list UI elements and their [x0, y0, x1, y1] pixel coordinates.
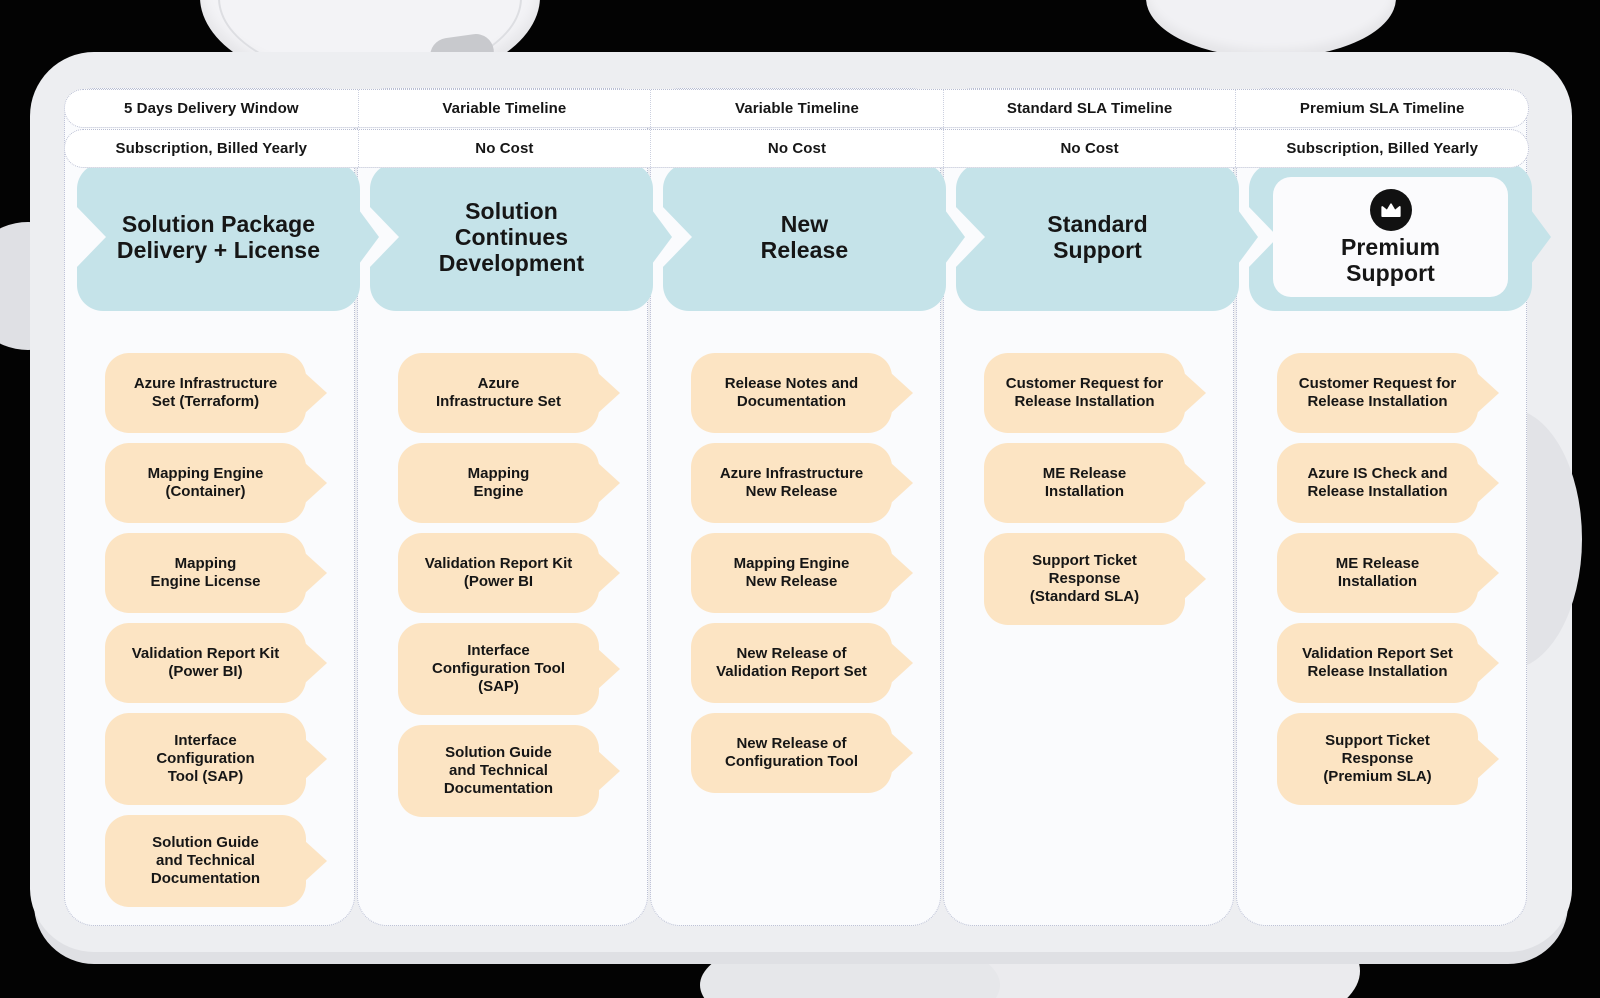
item-list: Azure Infrastructure Set Mapping Engine …	[358, 311, 647, 817]
timeline-badge: Standard SLA Timeline	[942, 90, 1236, 127]
column-title: Premium Support	[1340, 233, 1441, 286]
column-header-chevron: Premium Support	[1249, 163, 1532, 311]
item-label: Mapping Engine	[467, 465, 530, 500]
item-label: Customer Request for Release Installatio…	[1005, 375, 1164, 410]
item-label: Validation Report Kit (Power BI)	[131, 645, 280, 680]
timeline-badge: Premium SLA Timeline	[1235, 90, 1528, 127]
item-bubble: Azure IS Check and Release Installation	[1277, 443, 1478, 523]
item-bubble: Customer Request for Release Installatio…	[984, 353, 1185, 433]
item-label: ME Release Installation	[1042, 465, 1127, 500]
item-bubble: Mapping Engine (Container)	[105, 443, 306, 523]
cloud-decoration-top-right	[1146, 0, 1396, 58]
column-title: Solution Continues Development	[438, 198, 585, 276]
item-list: Customer Request for Release Installatio…	[1237, 311, 1526, 805]
item-bubble: Validation Report Kit (Power BI	[398, 533, 599, 613]
cost-badge: No Cost	[357, 130, 651, 167]
crown-icon	[1369, 188, 1412, 231]
item-bubble: Customer Request for Release Installatio…	[1277, 353, 1478, 433]
timeline-badge: Variable Timeline	[650, 90, 943, 127]
cost-badge: No Cost	[650, 130, 943, 167]
item-bubble: Validation Report Kit (Power BI)	[105, 623, 306, 703]
column-new-release: New Release Release Notes and Documentat…	[650, 88, 946, 926]
item-list: Customer Request for Release Installatio…	[944, 311, 1233, 625]
timeline-badge: 5 Days Delivery Window	[123, 100, 299, 117]
item-list: Release Notes and Documentation Azure In…	[651, 311, 940, 793]
timeline-band: 5 Days Delivery Window Variable Timeline…	[64, 89, 1529, 128]
item-bubble: Interface Configuration Tool (SAP)	[105, 713, 306, 805]
cost-badge: Subscription, Billed Yearly	[115, 140, 308, 157]
item-label: Customer Request for Release Installatio…	[1298, 375, 1457, 410]
column-solution-package-delivery: Solution Package Delivery + License Azur…	[64, 88, 360, 926]
item-label: Mapping Engine (Container)	[147, 465, 264, 500]
item-bubble: Release Notes and Documentation	[691, 353, 892, 433]
cost-band: Subscription, Billed Yearly No Cost No C…	[64, 129, 1529, 168]
item-label: Mapping Engine New Release	[733, 555, 850, 590]
item-bubble: Solution Guide and Technical Documentati…	[105, 815, 306, 907]
item-bubble: Mapping Engine New Release	[691, 533, 892, 613]
item-bubble: Azure Infrastructure Set	[398, 353, 599, 433]
item-bubble: Support Ticket Response (Standard SLA)	[984, 533, 1185, 625]
item-label: Interface Configuration Tool (SAP)	[431, 642, 566, 695]
column-premium-support: Premium Support Customer Request for Rel…	[1236, 88, 1532, 926]
item-label: ME Release Installation	[1335, 555, 1420, 590]
item-label: Validation Report Set Release Installati…	[1302, 645, 1453, 680]
column-header-chevron: Solution Continues Development	[370, 163, 653, 311]
item-bubble: Interface Configuration Tool (SAP)	[398, 623, 599, 715]
item-bubble: Azure Infrastructure Set (Terraform)	[105, 353, 306, 433]
item-label: Azure IS Check and Release Installation	[1307, 465, 1448, 500]
timeline-badge: Variable Timeline	[357, 90, 651, 127]
column-header-chevron: Solution Package Delivery + License	[77, 163, 360, 311]
column-title: Solution Package Delivery + License	[116, 211, 321, 263]
item-bubble: Mapping Engine License	[105, 533, 306, 613]
column-title: New Release	[760, 211, 849, 263]
item-bubble: Azure Infrastructure New Release	[691, 443, 892, 523]
process-columns: Solution Package Delivery + License Azur…	[64, 88, 1532, 926]
cost-badge: No Cost	[942, 130, 1236, 167]
item-bubble: ME Release Installation	[1277, 533, 1478, 613]
premium-badge-box: Premium Support	[1273, 177, 1508, 297]
item-list: Azure Infrastructure Set (Terraform) Map…	[65, 311, 354, 907]
item-label: Azure Infrastructure Set (Terraform)	[133, 375, 278, 410]
item-label: Azure Infrastructure New Release	[719, 465, 864, 500]
item-label: Validation Report Kit (Power BI	[424, 555, 573, 590]
item-label: Solution Guide and Technical Documentati…	[443, 744, 554, 797]
item-label: Support Ticket Response (Premium SLA)	[1323, 732, 1432, 785]
item-bubble: Solution Guide and Technical Documentati…	[398, 725, 599, 817]
item-label: New Release of Validation Report Set	[716, 645, 867, 680]
cost-badge: Subscription, Billed Yearly	[1235, 130, 1528, 167]
item-label: Release Notes and Documentation	[724, 375, 859, 410]
item-label: Azure Infrastructure Set	[435, 375, 562, 410]
item-bubble: ME Release Installation	[984, 443, 1185, 523]
item-bubble: Validation Report Set Release Installati…	[1277, 623, 1478, 703]
item-label: Solution Guide and Technical Documentati…	[150, 834, 261, 887]
column-solution-continues-development: Solution Continues Development Azure Inf…	[357, 88, 653, 926]
column-standard-support: Standard Support Customer Request for Re…	[943, 88, 1239, 926]
item-label: Support Ticket Response (Standard SLA)	[1029, 552, 1140, 605]
column-header-chevron: New Release	[663, 163, 946, 311]
item-bubble: Support Ticket Response (Premium SLA)	[1277, 713, 1478, 805]
column-header-chevron: Standard Support	[956, 163, 1239, 311]
item-bubble: New Release of Configuration Tool	[691, 713, 892, 793]
item-label: Interface Configuration Tool (SAP)	[156, 732, 255, 785]
item-bubble: New Release of Validation Report Set	[691, 623, 892, 703]
item-bubble: Mapping Engine	[398, 443, 599, 523]
column-title: Standard Support	[1047, 211, 1148, 263]
item-label: Mapping Engine License	[150, 555, 261, 590]
item-label: New Release of Configuration Tool	[724, 735, 859, 770]
